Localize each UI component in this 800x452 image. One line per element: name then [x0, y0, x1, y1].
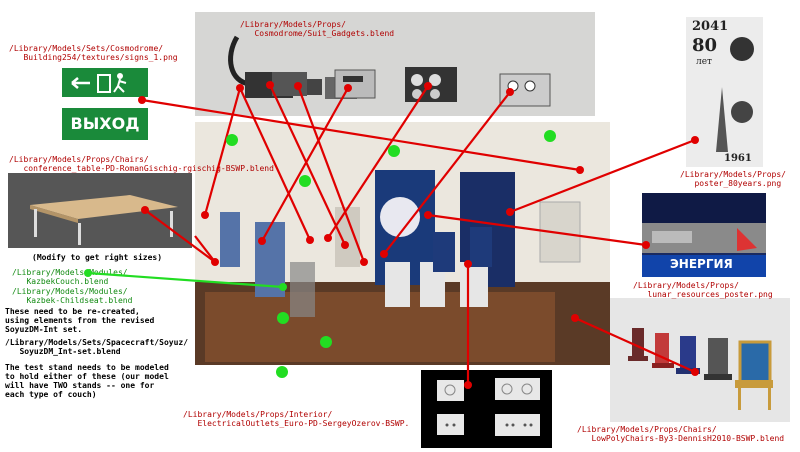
conference-table-render — [8, 173, 192, 248]
exit-sign-word: ВЫХОД — [62, 108, 148, 140]
label-gadgets-path: /Library/Models/Props/ Cosmodrome/Suit_G… — [240, 20, 395, 38]
lunar-brand: ЭНЕРГИЯ — [670, 257, 733, 271]
label-lunar-path: /Library/Models/Props/ lunar_resources_p… — [633, 281, 773, 299]
exit-sign-arrow — [62, 68, 148, 97]
crew-photo — [195, 122, 610, 365]
label-chairs-path: /Library/Models/Props/Chairs/ LowPolyCha… — [577, 425, 785, 443]
line-lunar — [427, 213, 647, 247]
line-gadget-6 — [383, 91, 511, 255]
label-soyuz-path: /Library/Models/Sets/Spacecraft/Soyuz/ S… — [5, 338, 189, 356]
label-table-path: /Library/Models/Props/Chairs/ conference… — [9, 155, 274, 173]
line-signs — [141, 98, 581, 172]
poster-rocket-illustration — [716, 37, 754, 152]
line-gadget-3 — [296, 85, 366, 263]
exit-arrow-icon — [71, 73, 127, 93]
chairs-illustration — [628, 328, 773, 410]
poster-number: 80 — [692, 35, 718, 56]
label-modify-note: (Modify to get right sizes) — [32, 253, 163, 262]
poster-year-top: 2041 — [692, 19, 729, 34]
label-stand-note: The test stand needs to be modeled to ho… — [5, 363, 169, 399]
label-kazbek-couch: /Library/Models/Modules/ KazbekCouch.ble… — [12, 268, 128, 286]
line-poster80 — [509, 138, 696, 214]
line-gadget-2 — [269, 84, 346, 246]
crew-photo-illustration — [195, 122, 610, 365]
label-signs-path: /Library/Models/Sets/Cosmodrome/ Buildin… — [9, 44, 178, 62]
line-chairs — [574, 316, 696, 374]
poster-year-bottom: 1961 — [724, 153, 752, 164]
poster-80-years: 2041 80 лет 1961 — [686, 17, 763, 167]
lunar-resources-poster: ЭНЕРГИЯ — [642, 193, 766, 277]
low-poly-chairs-render — [610, 298, 790, 422]
line-gadget-4 — [261, 87, 349, 242]
label-outlets-path: /Library/Models/Props/Interior/ Electric… — [183, 410, 410, 428]
line-kazbek — [87, 271, 284, 289]
line-gadget-5 — [327, 85, 429, 239]
label-kazbek-childseat: /Library/Models/Modules/ Kazbek-Childsea… — [12, 287, 133, 305]
electrical-outlets-render — [421, 370, 552, 448]
outlets-illustration — [437, 378, 540, 436]
label-recreate-note: These need to be re-created, using eleme… — [5, 307, 155, 334]
table-illustration — [30, 195, 178, 245]
poster-word: лет — [696, 57, 713, 67]
lunar-poster-illustration — [642, 193, 766, 277]
line-table — [144, 209, 216, 263]
line-gadget-1 — [239, 87, 311, 241]
label-poster80-path: /Library/Models/Props/ poster_80years.pn… — [680, 170, 786, 188]
